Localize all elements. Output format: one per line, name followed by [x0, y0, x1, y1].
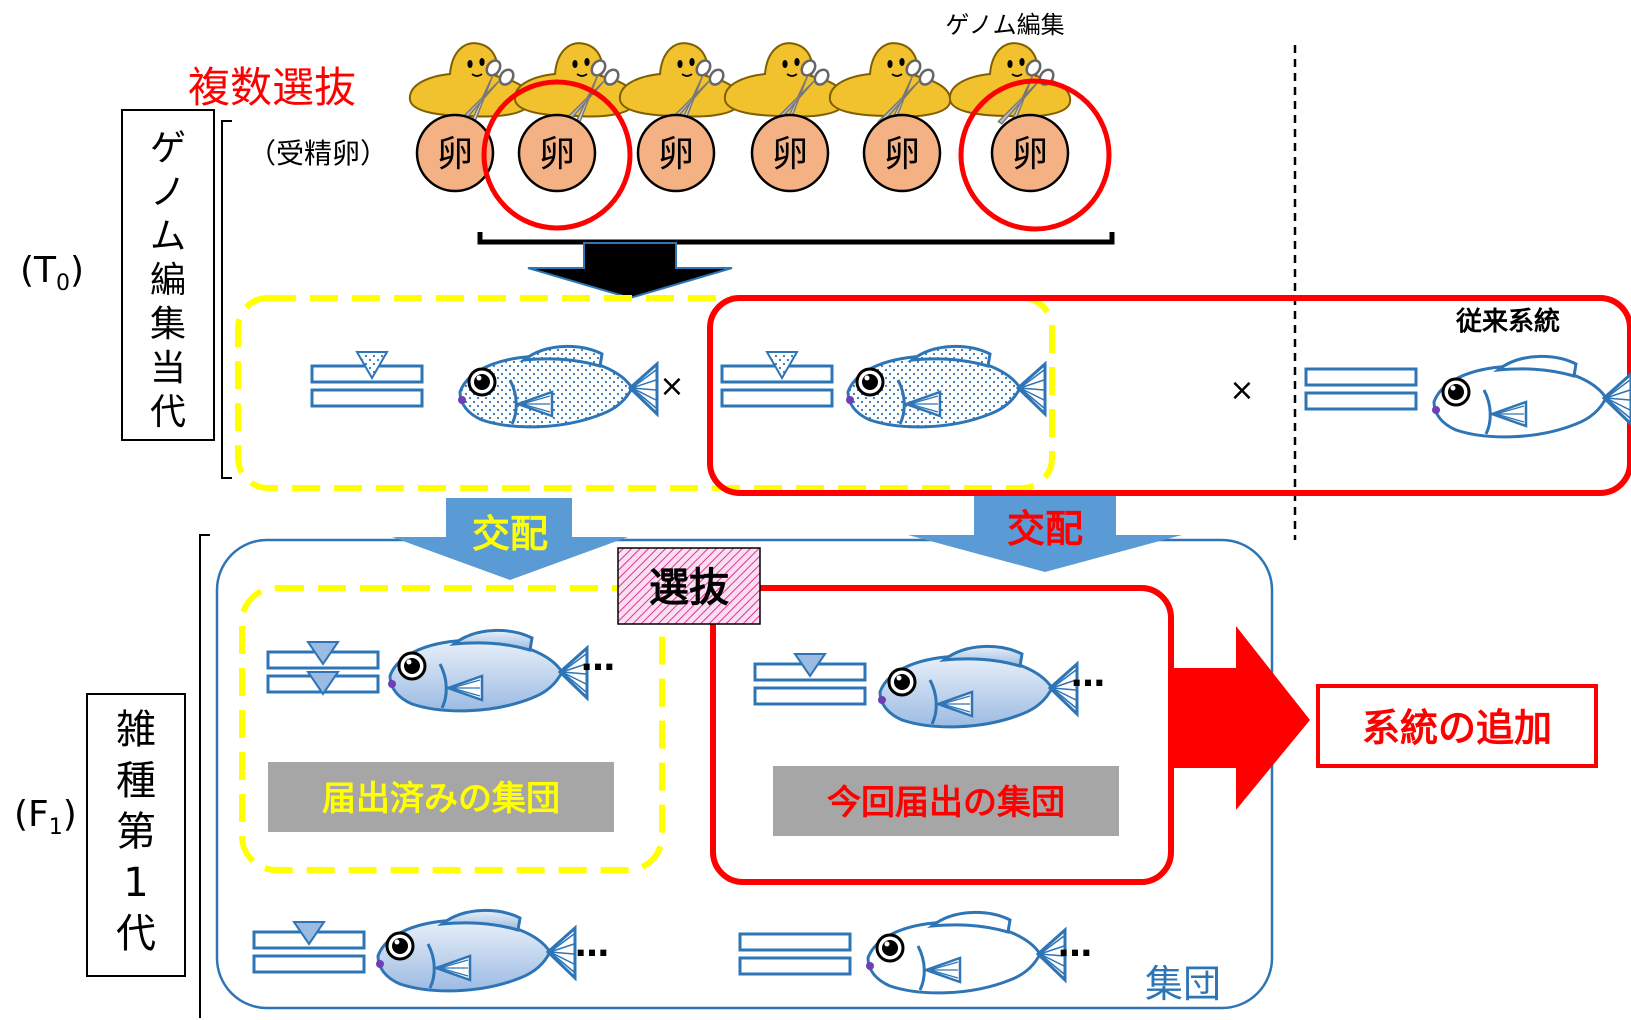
f1-box-text: 雑 種 第 1 代 — [116, 707, 156, 957]
svg-text:編: 編 — [150, 260, 186, 301]
svg-text:代: 代 — [150, 392, 186, 433]
conventional-line-label: 従来系統 — [1455, 306, 1560, 337]
f1-yellow-group — [239, 585, 665, 873]
egg-row: 卵 卵 卵 卵 卵 卵 — [415, 113, 1070, 193]
svg-text:…: … — [1058, 925, 1092, 965]
line-addition-arrow — [1172, 626, 1310, 810]
current-group-label: 今回届出の集団 — [773, 766, 1119, 836]
svg-text:今回届出の集団: 今回届出の集団 — [827, 783, 1065, 823]
selection-circle-2 — [958, 78, 1112, 232]
egg-6: 卵 — [990, 113, 1070, 193]
selection-circle-1 — [481, 79, 633, 231]
cross-symbol-1: × — [659, 369, 684, 404]
t0-box — [121, 109, 215, 441]
svg-text:代: 代 — [116, 911, 156, 957]
egg-4: 卵 — [750, 113, 830, 193]
f1-fish-bottom-left: … — [252, 908, 609, 993]
egg-1: 卵 — [415, 113, 495, 193]
svg-text:卵: 卵 — [539, 134, 575, 175]
svg-text:種: 種 — [116, 758, 156, 804]
f1-bracket — [199, 534, 210, 1018]
conventional-fish — [1304, 354, 1631, 439]
svg-text:選抜: 選抜 — [649, 565, 729, 611]
population-label: 集団 — [1145, 962, 1221, 1006]
multiple-selection-label: 複数選抜 — [188, 63, 356, 112]
t0-fish-1 — [310, 344, 659, 429]
f1-fish-bottom-right: … — [738, 910, 1092, 995]
svg-text:交配: 交配 — [1007, 507, 1083, 551]
svg-text:…: … — [575, 925, 609, 965]
f1-fish-notified: … — [266, 628, 615, 713]
svg-text:卵: 卵 — [1012, 134, 1048, 175]
t0-yellow-group — [235, 295, 1055, 491]
egg-bracket — [477, 232, 1115, 245]
egg-2: 卵 — [517, 113, 597, 193]
svg-text:(F1): (F1) — [14, 794, 77, 840]
notified-group-label: 届出済みの集団 — [268, 762, 614, 832]
svg-text:ノ: ノ — [150, 172, 186, 213]
egg-5: 卵 — [862, 113, 942, 193]
svg-text:1: 1 — [123, 860, 148, 906]
svg-text:ム: ム — [150, 216, 186, 257]
line-addition-label: 系統の追加 — [1316, 684, 1598, 768]
mating-arrow-left: 交配 — [392, 498, 628, 580]
svg-text:…: … — [581, 639, 615, 679]
cross-symbol-2: × — [1229, 373, 1254, 408]
genome-editing-label: ゲノム編集 — [945, 11, 1064, 39]
svg-text:卵: 卵 — [884, 134, 920, 175]
egg-3: 卵 — [636, 113, 716, 193]
svg-text:(T0): (T0) — [20, 250, 84, 296]
svg-text:集: 集 — [150, 304, 186, 345]
svg-text:届出済みの集団: 届出済みの集団 — [322, 779, 560, 819]
svg-text:卵: 卵 — [772, 134, 808, 175]
t0-bracket — [221, 120, 232, 479]
f1-red-group — [710, 585, 1174, 885]
svg-text:卵: 卵 — [658, 134, 694, 175]
selection-badge: 選抜 — [617, 547, 761, 625]
t0-fish-2 — [720, 344, 1047, 429]
t0-generation-label: (T0) — [20, 250, 84, 296]
f1-fish-current: … — [753, 644, 1105, 729]
down-arrow-black — [527, 242, 733, 300]
svg-text:系統の追加: 系統の追加 — [1362, 706, 1552, 750]
population-box — [215, 538, 1274, 1010]
svg-text:交配: 交配 — [472, 512, 548, 556]
f1-box — [86, 693, 186, 977]
fertilized-egg-label: （受精卵） — [248, 137, 388, 170]
svg-text:第: 第 — [116, 809, 156, 855]
svg-text:当: 当 — [150, 348, 186, 389]
svg-text:…: … — [1071, 655, 1105, 695]
svg-text:ゲ: ゲ — [150, 128, 186, 169]
t0-box-text: ゲ ノ ム 編 集 当 代 — [150, 128, 186, 433]
svg-text:雑: 雑 — [116, 707, 156, 753]
f1-generation-label: (F1) — [14, 794, 77, 840]
svg-text:卵: 卵 — [437, 134, 473, 175]
mating-arrow-right: 交配 — [908, 496, 1182, 572]
